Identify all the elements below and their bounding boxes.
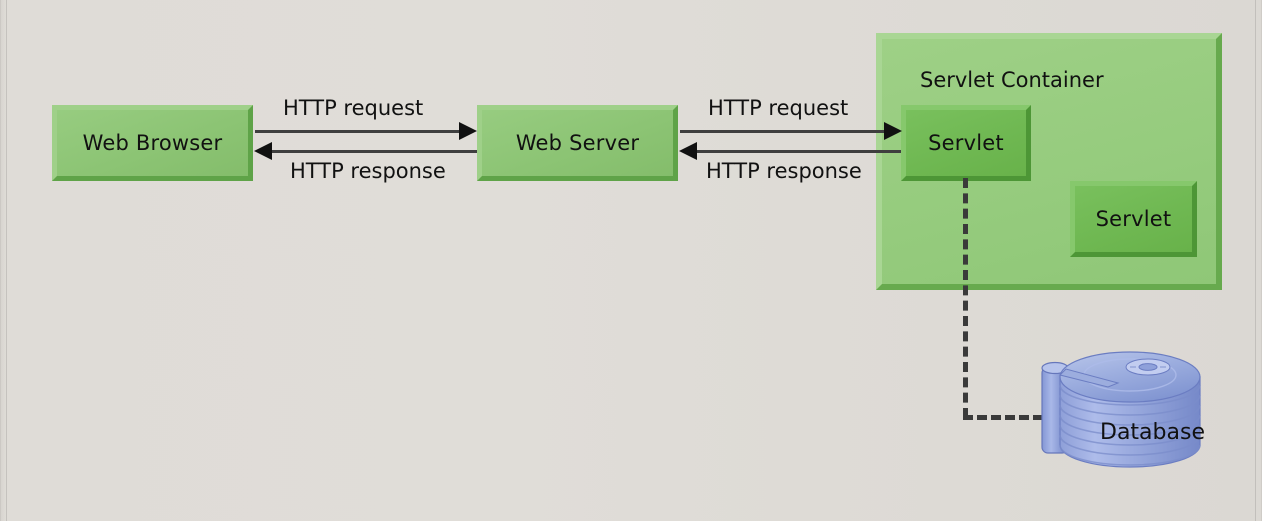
web-server-face [482,110,673,176]
browser-to-server-request-arrowhead [459,122,477,140]
servlet-box-1-label: Servlet [928,131,1004,155]
servlet-to-database-dashed-vertical [963,178,968,418]
server-to-servlet-request-line [680,130,886,133]
browser-to-server-request-label: HTTP request [283,96,424,120]
servlet-to-server-response-label: HTTP response [706,159,862,183]
canvas-edge-line-left [6,0,7,521]
web-browser-label: Web Browser [82,131,223,155]
servlet-box-1-face [906,110,1026,176]
canvas-edge-line-right [1255,0,1256,521]
server-to-browser-response-arrowhead [254,142,272,160]
web-server-label: Web Server [515,131,640,155]
database-icon[interactable] [1030,345,1230,485]
server-to-browser-response-line [272,150,477,153]
server-to-browser-response-label: HTTP response [290,159,446,183]
web-browser-box[interactable]: Web Browser [52,105,253,181]
server-to-servlet-request-arrowhead [884,122,902,140]
web-server-box[interactable]: Web Server [477,105,678,181]
servlet-container-label: Servlet Container [920,68,1104,92]
servlet-to-server-response-arrowhead [679,142,697,160]
servlet-box-2[interactable]: Servlet [1070,181,1197,257]
server-to-servlet-request-label: HTTP request [708,96,849,120]
database-label: Database [1100,420,1205,445]
servlet-box-2-label: Servlet [1095,207,1172,231]
servlet-box-1[interactable]: Servlet [901,105,1031,181]
servlet-to-server-response-line [697,150,901,153]
servlet-to-database-dashed-horizontal [963,415,1043,420]
servlet-box-2-face [1075,186,1192,252]
canvas-edge-line-left-outer [0,0,1,521]
browser-to-server-request-line [255,130,461,133]
web-browser-face [57,110,248,176]
